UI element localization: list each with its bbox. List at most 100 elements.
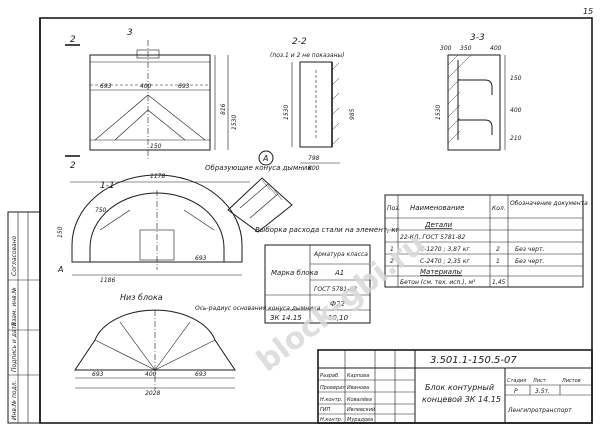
spec-row2-doc: Без черт. xyxy=(515,258,544,265)
steel-caption: Выборка расхода стали на элемент, кг xyxy=(255,226,400,234)
steel-mass: 10,10 xyxy=(328,314,349,322)
dim-33-3: 400 xyxy=(490,45,502,52)
dim-33-6: 210 xyxy=(510,135,522,142)
side-label-inv: Инв.№ подл. xyxy=(11,380,18,420)
stamp-role-4: ГИП xyxy=(320,407,331,413)
section-11-title: 1-1 xyxy=(100,181,115,191)
bottom-view-title: Низ блока xyxy=(120,293,163,302)
dim-22-inner: 985 xyxy=(349,108,356,120)
dim-33-5: 400 xyxy=(510,107,522,114)
dim-plan-top: 1178 xyxy=(150,173,165,180)
dim-22-height: 1530 xyxy=(283,105,290,120)
title-line2: концевой ЗК 14.15 xyxy=(422,395,501,404)
dim-22-width: 798 xyxy=(308,155,320,162)
steel-table: Выборка расхода стали на элемент, кг Мар… xyxy=(255,226,400,324)
spec-row2-pos: 2 xyxy=(390,258,394,265)
spec-row1-pos: 1 xyxy=(390,246,394,253)
page-number: 15 xyxy=(583,7,593,16)
stamp-name-6: Мурадова xyxy=(347,417,373,423)
spec-h-name: Наименование xyxy=(410,204,464,212)
stage-header: Стадия xyxy=(507,378,526,384)
spec-section-details: Детали xyxy=(424,221,453,229)
dim-33-1: 300 xyxy=(440,45,452,52)
spec-section-materials: Материалы xyxy=(420,268,462,276)
dim-bottom-2: 400 xyxy=(145,371,157,378)
dim-22-total: 800 xyxy=(308,165,320,172)
section-22-note: (поз.1 и 2 не показаны) xyxy=(270,52,345,59)
stamp-role-1: Разраб. xyxy=(320,373,340,379)
stamp-role-3: Н.контр. xyxy=(320,397,342,403)
view-marker-A xyxy=(258,150,274,166)
steel-col-fitting: Арматура класса xyxy=(313,251,368,258)
side-stamp: Инв.№ подл. Подпись и дата Взам. инв.№ С… xyxy=(7,211,41,424)
plan-marker-A: А xyxy=(57,265,63,274)
title-block: 3.501.1-150.5-07 Блок контурный концевой… xyxy=(317,349,593,424)
dim-plan-693: 693 xyxy=(195,255,207,262)
front-view: 2 2 3 693 400 693 816 1530 150 Образующи… xyxy=(65,28,312,172)
steel-mark-value: ЗК 14.15 xyxy=(270,314,302,322)
spec-table: Поз. Наименование Кол. Обозначение докум… xyxy=(384,194,588,288)
spec-row1-doc: Без черт. xyxy=(515,246,544,253)
stamp-name-1: Карпова xyxy=(347,373,369,379)
stamp-name-4: Ивлевский xyxy=(347,407,376,413)
note-generatrix-2: Ось-радиус основания конуса дымника xyxy=(195,305,321,312)
section-2-2: 2-2 (поз.1 и 2 не показаны) 1530 798 800… xyxy=(270,37,356,172)
section-3-3: 3-3 300 350 400 150 400 210 1530 xyxy=(435,33,522,151)
section-mark-2-bottom: 2 xyxy=(70,161,76,171)
sheet-value: 3.5т. xyxy=(535,388,550,395)
steel-gost: ГОСТ 5781-82 xyxy=(314,286,357,293)
side-label-sign: Подпись и дата xyxy=(11,322,18,372)
watermark-text: block-gbi.ru xyxy=(250,226,432,379)
spec-row1-name: С-1270 ; 3,87 кг xyxy=(420,246,470,253)
spec-h-qty: Кол. xyxy=(492,205,506,212)
section-mark-2-top: 2 xyxy=(70,35,76,45)
title-line1: Блок контурный xyxy=(425,383,494,392)
dim-bottom-total: 2028 xyxy=(145,390,160,397)
dim-plan-side: 150 xyxy=(57,226,64,238)
dim-plan-bottom: 1186 xyxy=(100,277,115,284)
spec-row2-qty: 1 xyxy=(496,258,500,265)
dim-front-5: 1530 xyxy=(231,115,238,130)
detail-view-A xyxy=(227,177,293,233)
doc-code: 3.501.1-150.5-07 xyxy=(430,355,517,366)
stamp-role-6: Н.контр. xyxy=(320,417,342,423)
dim-front-3: 693 xyxy=(178,83,190,90)
steel-class: А1 xyxy=(334,269,344,277)
dim-33-2: 350 xyxy=(460,45,472,52)
dim-front-1: 693 xyxy=(100,83,112,90)
section-mark-3: 3 xyxy=(127,28,133,38)
org-name: Ленгипротранспорт xyxy=(507,407,572,414)
dim-bottom-1: 693 xyxy=(92,371,104,378)
side-label-agreed: Согласовано xyxy=(11,235,18,276)
dim-front-2: 400 xyxy=(140,83,152,90)
spec-h-pos: Поз. xyxy=(387,205,400,212)
steel-diam: Ф22 xyxy=(330,300,345,308)
bottom-view: Низ блока Ось-радиус основания конуса ды… xyxy=(74,293,321,397)
dim-front-6: 150 xyxy=(150,143,162,150)
spec-concrete: Бетон (см. тех. исп.), м³ xyxy=(400,279,476,286)
dim-front-4: 816 xyxy=(220,103,227,115)
spec-row1-qty: 2 xyxy=(496,246,500,253)
section-33-title: 3-3 xyxy=(470,33,485,43)
stamp-name-3: Ковалёва xyxy=(347,397,372,403)
side-label-replace: Взам. инв.№ xyxy=(11,287,18,326)
spec-concrete-qty: 1,45 xyxy=(492,279,506,286)
note-generatrix: Образующие конуса дымник xyxy=(205,164,312,172)
plan-view-1-1: 1-1 1178 750 1186 693 А 150 xyxy=(57,173,250,284)
spec-row2-name: С-2470 ; 2,35 кг xyxy=(420,258,470,265)
section-22-title: 2-2 xyxy=(292,37,307,47)
dim-bottom-3: 693 xyxy=(195,371,207,378)
sheets-header: Листов xyxy=(561,378,581,384)
spec-h-doc: Обозначение документа xyxy=(510,200,588,207)
spec-gost: 22-КЛ, ГОСТ 5781-82 xyxy=(400,234,465,241)
steel-col-mark: Марка блока xyxy=(271,269,318,277)
dim-plan-750: 750 xyxy=(95,207,107,214)
dim-33-4: 150 xyxy=(510,75,522,82)
sheet-header: Лист xyxy=(532,378,547,384)
stamp-role-2: Проверил xyxy=(320,385,346,391)
dim-33-height: 1530 xyxy=(435,105,442,120)
view-marker-A-label: А xyxy=(262,154,268,163)
stage-value: Р xyxy=(514,388,518,395)
stamp-name-2: Иванова xyxy=(347,385,369,391)
